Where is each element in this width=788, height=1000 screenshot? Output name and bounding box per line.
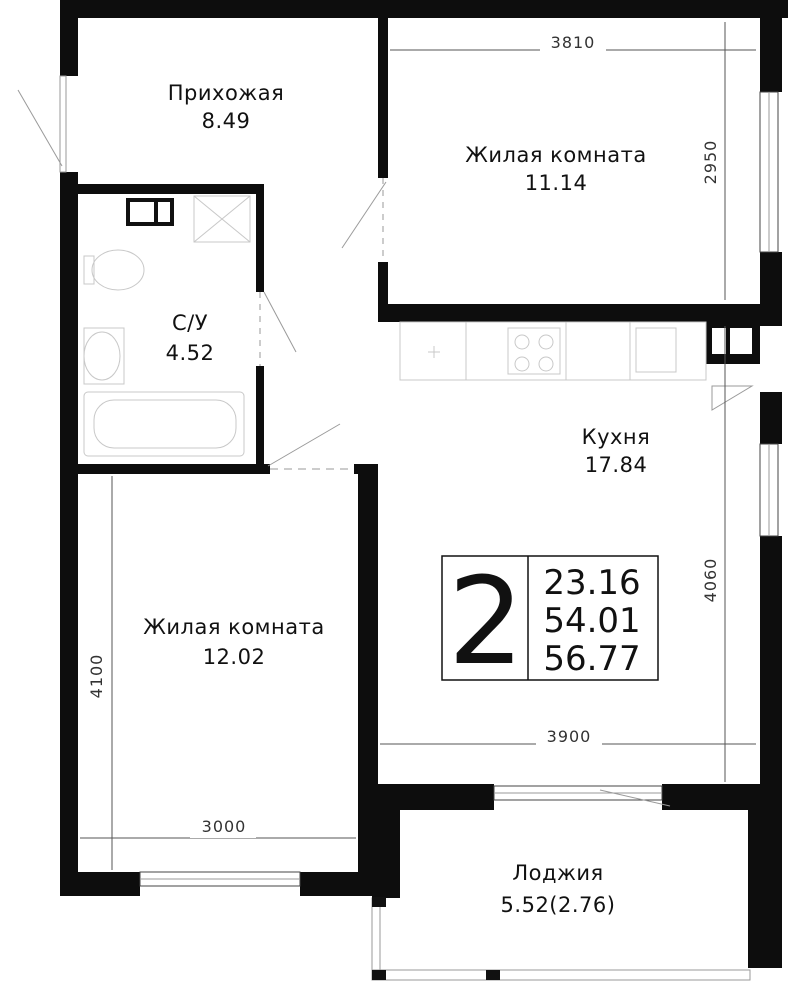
wall-bath-right-a	[256, 184, 264, 292]
dim-top-room-height: 2950	[701, 140, 720, 185]
entrance-door-leaf	[17, 89, 63, 167]
bathroom-area: 4.52	[166, 341, 215, 365]
dim-kitchen-height: 4060	[701, 558, 720, 603]
kitchen-name: Кухня	[582, 425, 651, 449]
loggia-glazing-left	[371, 897, 381, 979]
living-left-name: Жилая комната	[143, 615, 324, 639]
toilet-icon	[91, 249, 145, 291]
hallway-area: 8.49	[202, 109, 251, 133]
vent-shaft-cell-b	[730, 328, 752, 354]
info-box-border	[441, 555, 659, 681]
dim-bg-top-room-width	[540, 34, 606, 56]
wall-top	[60, 0, 760, 18]
dim-bg-kitchen-width	[536, 726, 602, 748]
dim-left-room-width: 3000	[202, 817, 247, 836]
bath-vent-cell-a	[130, 202, 154, 222]
dim-bg-top-room-height	[702, 128, 724, 194]
wall-top-room-left-a	[378, 18, 388, 178]
living-left-area: 12.02	[203, 645, 266, 669]
dimension-lines	[80, 22, 756, 870]
wall-right-d	[760, 536, 782, 786]
dimension-labels: 3810 2950 4060 3900 4100 3000	[87, 33, 724, 838]
total-with-loggia: 56.77	[543, 639, 640, 679]
stove-burner-4	[538, 356, 554, 372]
sink-icon	[83, 331, 121, 381]
dim-top-room-width: 3810	[551, 33, 596, 52]
loggia-name: Лоджия	[512, 861, 603, 885]
walls	[60, 0, 788, 968]
vent-shaft-cell-a	[712, 328, 726, 354]
door-loggia-leaf	[599, 789, 671, 807]
door-top-room-leaf	[341, 181, 387, 249]
fixtures	[83, 195, 707, 457]
wall-bath-top	[78, 184, 264, 194]
hallway-name: Прихожая	[168, 81, 284, 105]
kitchen-sink-icon	[635, 327, 677, 373]
wall-left	[60, 172, 78, 896]
door-left-room-leaf	[267, 423, 341, 467]
toilet-tank	[83, 255, 95, 285]
stove-burner-3	[514, 356, 530, 372]
total-area: 54.01	[543, 601, 640, 641]
vent-door	[711, 385, 754, 411]
wall-bottom-left-a	[60, 872, 140, 896]
wall-kitchen-bottom-b	[662, 784, 762, 810]
windows	[139, 91, 779, 981]
doors	[17, 75, 754, 807]
loggia-glazing-post-b	[372, 970, 386, 980]
shower-tray-diagonal-b	[193, 195, 251, 243]
sink-counter	[83, 327, 125, 385]
wall-right-loggia	[748, 786, 782, 968]
wall-left-stub	[60, 0, 78, 76]
stove-icon	[507, 327, 561, 375]
dim-bg-left-room-height	[88, 642, 110, 708]
living-top-area: 11.14	[525, 171, 588, 195]
bath-vent-cell-b	[158, 202, 170, 222]
bathroom-name: С/У	[172, 311, 208, 335]
loggia-glazing-post-c	[486, 970, 500, 980]
kitchen-area: 17.84	[585, 453, 648, 477]
room-labels: Прихожая 8.49 Жилая комната 11.14 С/У 4.…	[143, 81, 650, 917]
bathtub-basin	[93, 399, 237, 449]
wall-bath-bottom	[78, 464, 270, 474]
wall-right-c	[760, 392, 782, 444]
rooms-count: 2	[448, 553, 524, 692]
dim-left-room-height: 4100	[87, 654, 106, 699]
living-area: 23.16	[543, 563, 640, 603]
stove-burner-1	[514, 334, 530, 350]
kitchen-counter	[399, 321, 707, 381]
stove-burner-2	[538, 334, 554, 350]
living-top-name: Жилая комната	[465, 143, 646, 167]
apartment-info-box: 2 23.16 54.01 56.77	[441, 553, 659, 692]
loggia-glazing-bottom	[371, 969, 751, 981]
wall-top-room-bottom	[378, 304, 778, 322]
loggia-glazing-post-a	[372, 897, 386, 907]
wall-partition-top	[354, 464, 378, 474]
bathtub-icon	[83, 391, 245, 457]
dim-bg-left-room-width	[190, 816, 256, 838]
wall-top-room-left-b	[378, 262, 388, 322]
wall-loggia-left	[372, 784, 400, 898]
loggia-area: 5.52(2.76)	[501, 893, 616, 917]
shower-tray	[193, 195, 251, 243]
dim-bg-kitchen-height	[702, 546, 724, 612]
wall-bath-right-b	[256, 366, 264, 474]
wall-right-b	[760, 252, 782, 326]
entrance-door-opening	[59, 75, 67, 173]
dim-kitchen-width: 3900	[547, 727, 592, 746]
door-bath-leaf	[263, 291, 297, 353]
wall-right-a	[760, 18, 782, 92]
wall-top-corner	[760, 0, 788, 18]
